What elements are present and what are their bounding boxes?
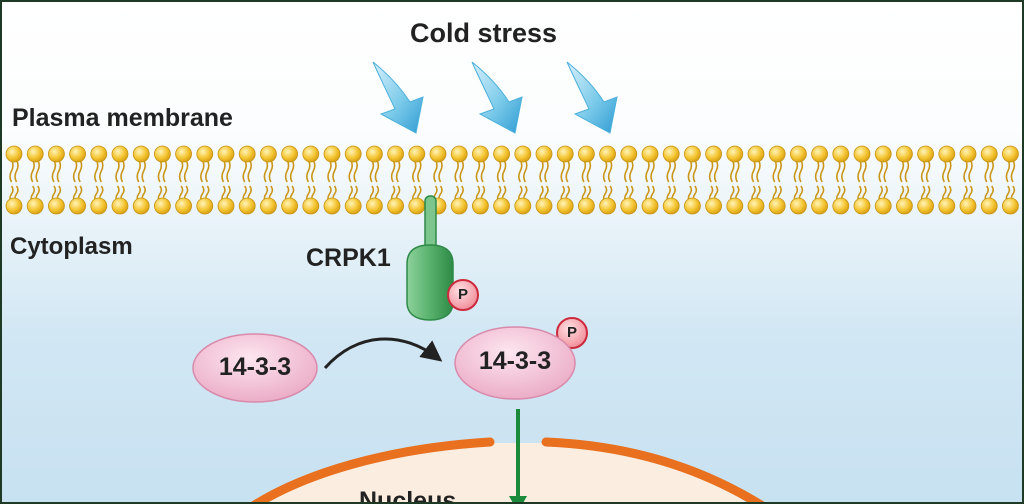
lipid-molecule	[747, 145, 765, 215]
phospho-label-crpk1: P	[457, 286, 468, 303]
phospho-circle-crpk1	[447, 279, 479, 311]
phospho-circle-1433	[556, 317, 588, 349]
cold-arrows	[372, 61, 618, 134]
lipid-molecule	[811, 145, 828, 215]
lipid-molecule	[365, 145, 383, 215]
lipid-molecule	[853, 145, 871, 215]
nucleus	[251, 437, 765, 502]
cytoplasm-label: Cytoplasm	[10, 233, 133, 260]
lipid-molecule	[26, 145, 44, 215]
lipid-molecule	[705, 145, 722, 215]
lipid-molecule	[790, 145, 807, 215]
lipid-molecule	[281, 145, 299, 215]
nuclear-envelope-right	[541, 437, 765, 502]
plasma-membrane-label: Plasma membrane	[12, 104, 233, 132]
lipid-molecule	[917, 145, 934, 215]
lipid-molecule	[90, 145, 108, 215]
lipid-molecule	[896, 145, 913, 215]
lipid-molecule	[556, 145, 574, 215]
lipid-molecule	[578, 145, 595, 215]
lipid-molecule	[408, 145, 426, 215]
lipid-molecule	[132, 145, 150, 215]
lipid-molecule	[429, 145, 447, 215]
lipid-molecule	[768, 145, 786, 215]
crpk1-kinase	[406, 195, 454, 321]
protein-1433-right-label: 14-3-3	[478, 347, 552, 375]
lipid-molecule	[175, 145, 193, 215]
lipid-molecule	[726, 145, 744, 215]
lipid-molecule	[980, 145, 998, 215]
phospho-label-1433: P	[566, 324, 577, 341]
lipid-molecule	[938, 145, 956, 215]
nucleus-label: Nucleus	[359, 487, 457, 504]
cold-arrow-icon	[372, 61, 424, 134]
lipid-molecule	[959, 145, 977, 215]
lipid-molecule	[599, 145, 616, 215]
lipid-molecule	[153, 145, 171, 215]
lipid-molecule	[620, 145, 638, 215]
protein-1433-left-label: 14-3-3	[218, 353, 292, 381]
lipid-molecule	[493, 145, 511, 215]
lipid-molecule	[217, 145, 235, 215]
cold-arrow-icon	[566, 61, 618, 134]
lipid-molecule	[323, 145, 341, 215]
lipid-molecule	[48, 145, 65, 215]
lipid-molecule	[387, 145, 405, 215]
crpk1-label: CRPK1	[306, 244, 391, 272]
lipid-molecule	[69, 145, 86, 215]
cold-stress-title: Cold stress	[410, 18, 558, 48]
lipid-molecule	[874, 145, 892, 215]
crpk1-body	[406, 244, 454, 321]
nuclear-envelope-left	[251, 437, 495, 502]
lipid-molecule	[662, 145, 680, 215]
lipid-molecule	[641, 145, 659, 215]
lipid-molecule	[5, 145, 23, 215]
lipid-molecule	[684, 145, 701, 215]
reaction-arrow	[323, 337, 443, 369]
protein-1433-right-shape	[454, 326, 576, 400]
lipid-molecule	[238, 145, 256, 215]
lipid-molecule	[535, 145, 553, 215]
translocation-arrow	[509, 409, 527, 502]
lipid-molecule	[344, 145, 362, 215]
lipid-bilayer	[5, 145, 1019, 215]
lipid-molecule	[111, 145, 129, 215]
lipid-molecule	[1002, 145, 1019, 215]
lipid-molecule	[514, 145, 532, 215]
lipid-molecule	[471, 145, 489, 215]
protein-1433-left-shape	[192, 333, 318, 403]
lipid-molecule	[259, 145, 277, 215]
lipid-molecule	[302, 145, 320, 215]
lipid-molecule	[196, 145, 214, 215]
cold-arrow-icon	[471, 61, 523, 134]
lipid-molecule	[450, 145, 468, 215]
lipid-molecule	[832, 145, 850, 215]
